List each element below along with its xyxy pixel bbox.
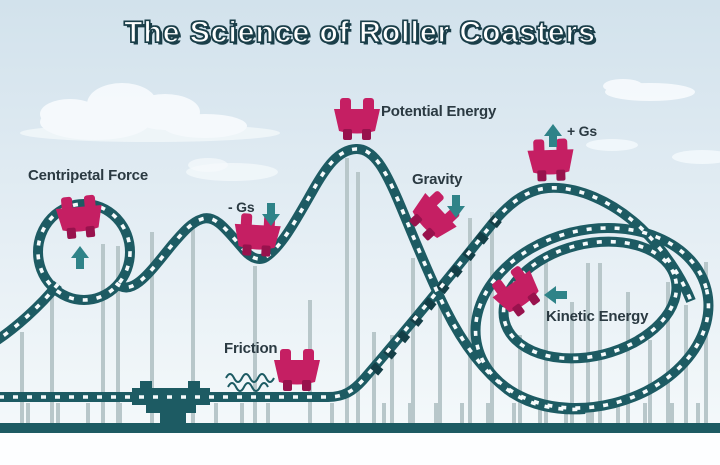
label-plus-gs: + Gs bbox=[567, 123, 597, 139]
chain-lift bbox=[369, 214, 503, 376]
clouds bbox=[20, 79, 720, 181]
page-title: The Science of Roller Coasters bbox=[123, 15, 596, 49]
foreground-white bbox=[0, 433, 720, 465]
car-kinetic-energy bbox=[486, 261, 549, 323]
wavy-friction-lines-icon bbox=[225, 373, 275, 392]
label-kinetic-energy: Kinetic Energy bbox=[546, 308, 649, 325]
ground-bar bbox=[0, 423, 720, 433]
label-potential-energy: Potential Energy bbox=[381, 103, 497, 120]
label-centripetal-force: Centripetal Force bbox=[28, 167, 148, 184]
label-gravity: Gravity bbox=[412, 171, 463, 188]
label-friction: Friction bbox=[224, 340, 278, 357]
label-minus-gs: - Gs bbox=[228, 199, 255, 215]
car-friction bbox=[274, 349, 320, 391]
coaster-track bbox=[0, 144, 714, 415]
car-potential-energy bbox=[334, 98, 380, 140]
up-arrow-icon bbox=[71, 246, 89, 269]
station-platform bbox=[132, 381, 210, 429]
